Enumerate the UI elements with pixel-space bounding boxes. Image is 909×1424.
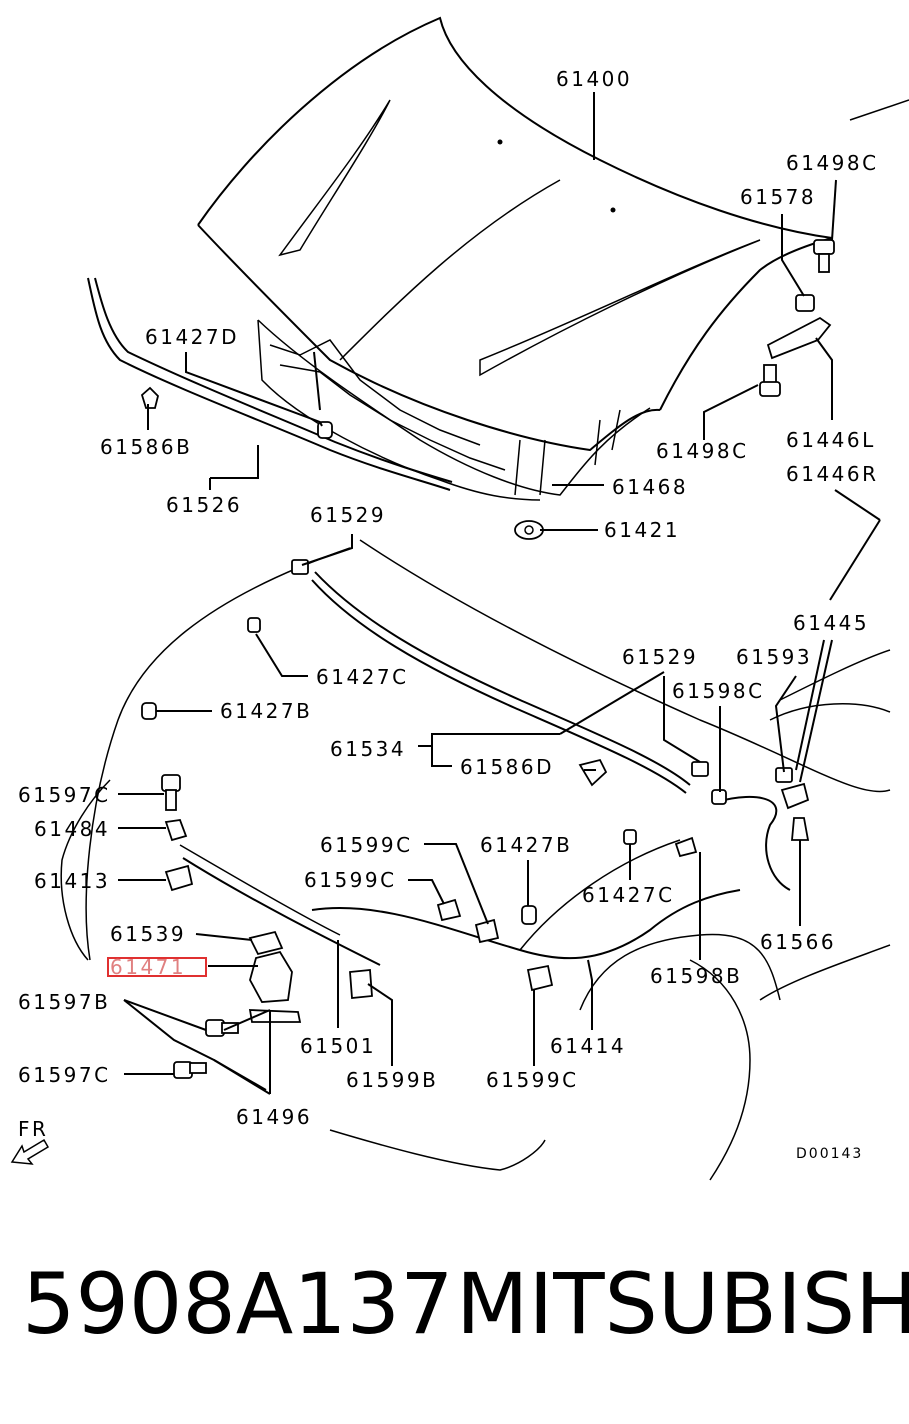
bumper-61427c-a — [247, 617, 261, 633]
label-61427b-a: 61427B — [220, 699, 312, 723]
bolt-61597c-top — [161, 774, 181, 811]
clip-61586b — [140, 386, 159, 409]
label-61427c-b: 61427C — [582, 883, 675, 907]
label-61599b: 61599B — [346, 1068, 438, 1092]
radiator-support-outline — [60, 99, 909, 1181]
label-61597b: 61597B — [18, 990, 110, 1014]
bolt-61498c-top — [813, 239, 835, 273]
highlight-box-61471 — [107, 957, 207, 977]
label-61599c-b: 61599C — [304, 868, 397, 892]
stay-61566 — [791, 817, 810, 841]
label-61566: 61566 — [760, 930, 836, 954]
label-61597c-a: 61597C — [18, 783, 111, 807]
lever-61539 — [248, 930, 284, 956]
label-61484: 61484 — [34, 817, 110, 841]
caption: 5908A137 MITSUBISHI — [0, 1262, 909, 1382]
nut-61578 — [795, 294, 815, 312]
label-61413: 61413 — [34, 869, 110, 893]
part-number: 5908A137 — [22, 1255, 454, 1353]
brand-name: MITSUBISHI — [456, 1255, 909, 1353]
direction-label: FR — [18, 1117, 48, 1141]
clip-61529-a — [291, 559, 309, 575]
emblem-61421 — [514, 520, 544, 540]
label-61526: 61526 — [166, 493, 242, 517]
clip-61599c-a — [436, 898, 462, 922]
front-arrow-icon — [10, 1138, 50, 1165]
label-61539: 61539 — [110, 922, 186, 946]
label-61414: 61414 — [550, 1034, 626, 1058]
label-61599c-c: 61599C — [486, 1068, 579, 1092]
seal-strip-61534 — [311, 571, 691, 794]
hood-parts-diagram: 61400 61498C 61578 61427D 61586B 61526 6… — [10, 16, 909, 1181]
label-61593: 61593 — [736, 645, 812, 669]
label-61427d: 61427D — [145, 325, 239, 349]
label-61468: 61468 — [612, 475, 688, 499]
label-61586d: 61586D — [460, 755, 554, 779]
weatherstrip-61526 — [87, 277, 453, 491]
release-cable-61414 — [182, 857, 741, 966]
clip-61599b — [349, 969, 373, 999]
bumper-61427c-b — [623, 829, 637, 845]
label-61445: 61445 — [793, 611, 869, 635]
bumper-61427b-a — [141, 702, 157, 720]
bolt-61498c-lower — [759, 364, 781, 397]
label-61586b: 61586B — [100, 435, 192, 459]
bracket-61413 — [164, 864, 194, 892]
label-61427b-b: 61427B — [480, 833, 572, 857]
label-61534: 61534 — [330, 737, 406, 761]
label-61498c-b: 61498C — [656, 439, 749, 463]
label-61529-a: 61529 — [310, 503, 386, 527]
label-61427c-a: 61427C — [316, 665, 409, 689]
label-61599c-a: 61599C — [320, 833, 413, 857]
label-61471: 61471 — [110, 955, 186, 979]
latch-61471 — [249, 950, 293, 1003]
rod-61598c — [711, 789, 791, 891]
label-61598c: 61598C — [672, 679, 765, 703]
bolt-61597b — [205, 1019, 239, 1037]
label-61501: 61501 — [300, 1034, 376, 1058]
label-61421: 61421 — [604, 518, 680, 542]
label-61446l: 61446L — [786, 428, 876, 452]
label-61446r: 61446R — [786, 462, 879, 486]
label-61597c-b: 61597C — [18, 1063, 111, 1087]
label-61529-b: 61529 — [622, 645, 698, 669]
clip-61599c-c — [526, 964, 554, 992]
label-61598b: 61598B — [650, 964, 742, 988]
part-labels: 61400 61498C 61578 61427D 61586B 61526 6… — [18, 67, 879, 1162]
bumper-61427b-b — [521, 905, 537, 925]
label-61578: 61578 — [740, 185, 816, 209]
label-61400: 61400 — [556, 67, 632, 91]
clip-61529-b — [691, 761, 709, 777]
clip-61484 — [164, 819, 188, 842]
bracket-61445 — [780, 782, 810, 810]
cable-61501 — [179, 844, 341, 936]
diagram-code: D00143 — [796, 1146, 863, 1162]
bolt-61597c-bottom — [173, 1061, 207, 1079]
label-61498c-a: 61498C — [786, 151, 879, 175]
label-61496: 61496 — [236, 1105, 312, 1129]
hinge-61446 — [766, 316, 832, 360]
clip-61586d — [578, 758, 608, 787]
holder-61598b — [674, 836, 698, 858]
leader-lines — [118, 92, 881, 1095]
hood-panel — [197, 16, 833, 501]
